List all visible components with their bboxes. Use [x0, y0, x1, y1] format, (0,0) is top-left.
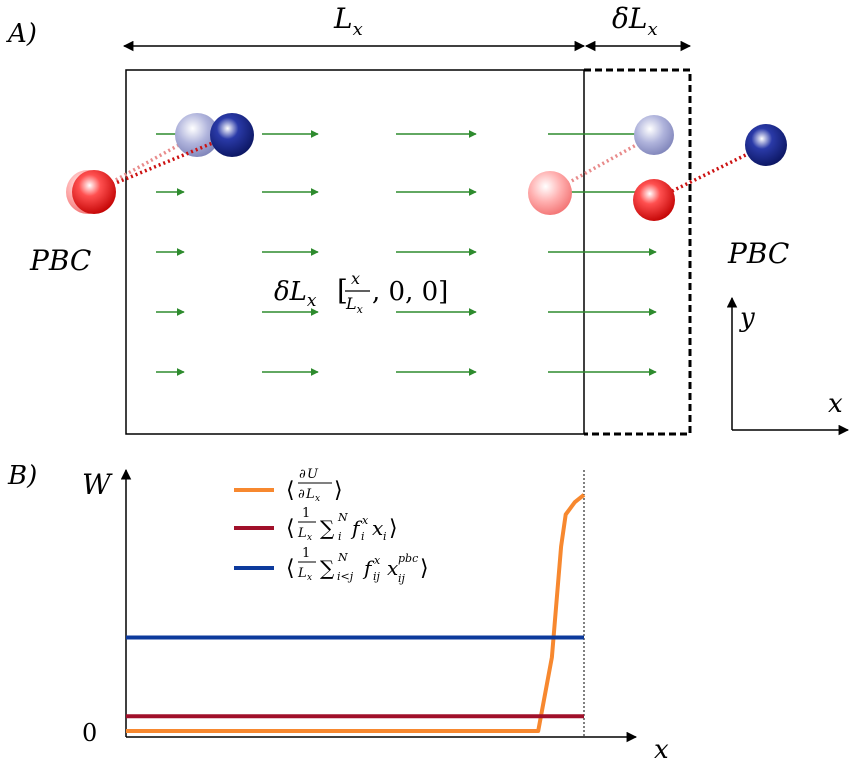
svg-text:N: N [337, 551, 348, 564]
atom-blue-faint-right [634, 115, 674, 155]
svg-text:∂: ∂ [299, 467, 306, 482]
series-line-0 [126, 493, 586, 733]
svg-text:⟨: ⟨ [286, 478, 295, 503]
svg-text:x: x [362, 514, 369, 527]
atom-blue-right [745, 124, 787, 166]
svg-text:, 0, 0]: , 0, 0] [372, 277, 448, 307]
svg-text:N: N [337, 511, 348, 524]
svg-text:∂: ∂ [298, 487, 305, 502]
svg-text:L: L [297, 526, 307, 541]
svg-text:x: x [315, 494, 320, 504]
svg-text:i<j: i<j [337, 570, 354, 583]
svg-text:x: x [307, 573, 312, 583]
svg-text:L: L [297, 566, 307, 581]
panel-a: A) Lx δLx PBC PBC δLx [ [6, 2, 850, 436]
svg-text:⟩: ⟩ [420, 556, 429, 581]
svg-text:Lx: Lx [345, 294, 364, 316]
strained-box-extension [584, 68, 692, 436]
svg-text:x: x [374, 554, 381, 567]
atom-blue-left [210, 113, 254, 157]
svg-text:∑: ∑ [320, 516, 335, 540]
plot-x-axis-label: x [654, 735, 669, 763]
atom-red-faint-right [528, 171, 572, 215]
svg-text:pbc: pbc [398, 552, 418, 565]
svg-text:U: U [307, 467, 319, 482]
svg-text:i: i [338, 530, 342, 543]
svg-text:x: x [351, 269, 360, 288]
svg-text:[: [ [337, 274, 348, 307]
x-axis-label: x [828, 389, 843, 419]
svg-text:i: i [361, 530, 365, 543]
plot-y-axis-label: W [82, 468, 113, 501]
svg-text:x: x [372, 516, 383, 540]
svg-text:⟩: ⟩ [334, 478, 343, 503]
panel-a-label: A) [6, 19, 37, 49]
displacement-field-arrows [156, 130, 657, 376]
svg-text:δLx: δLx [274, 277, 317, 311]
svg-text:i: i [383, 530, 387, 543]
svg-text:1: 1 [302, 506, 310, 521]
svg-text:ij: ij [373, 570, 381, 583]
plot-series [126, 493, 586, 733]
svg-text:⟨: ⟨ [286, 516, 295, 541]
strain-label: δLx [612, 2, 658, 40]
panel-b-label: B) [7, 461, 37, 491]
svg-text:x: x [307, 533, 312, 543]
pbc-label-right: PBC [727, 237, 789, 270]
atom-red-right [633, 179, 675, 221]
displacement-field-label: δLx [ x Lx , 0, 0] [274, 269, 448, 316]
svg-text:∑: ∑ [320, 556, 335, 580]
svg-text:L: L [305, 487, 315, 502]
atom-red-left [72, 170, 116, 214]
box-width-label: Lx [333, 2, 363, 40]
pbc-label-left: PBC [29, 244, 91, 277]
bond-left [93, 133, 233, 194]
y-axis-label: y [739, 303, 755, 333]
svg-text:ij: ij [398, 572, 406, 585]
plot-zero-label: 0 [82, 719, 97, 747]
svg-text:⟨: ⟨ [286, 556, 295, 581]
atom-blue-faint-left [175, 113, 219, 157]
svg-text:x: x [387, 556, 398, 580]
svg-text:1: 1 [302, 546, 310, 561]
svg-text:⟩: ⟩ [389, 516, 398, 541]
